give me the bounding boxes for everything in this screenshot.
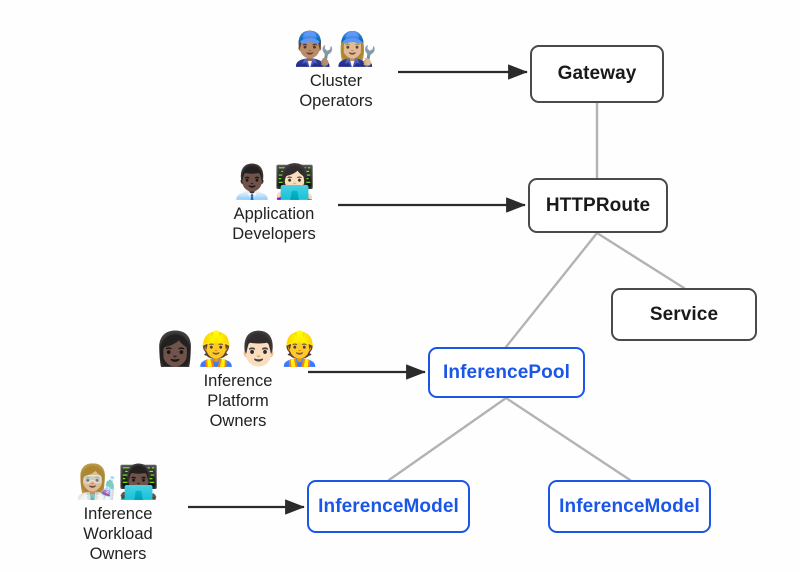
woman-scientist-icon-and-man-technologist-icon: 👩🏼‍🔬👨🏿‍💻 <box>75 462 161 501</box>
persona-arrows <box>188 64 528 515</box>
edge-httproute-service <box>595 231 686 290</box>
node-httproute[interactable]: HTTPRoute <box>528 178 668 233</box>
persona-inference-platform-owners: 👩🏿‍👷👨🏻‍👷 Inference Platform Owners <box>155 330 320 431</box>
node-inferencepool[interactable]: InferencePool <box>428 347 585 398</box>
node-gateway[interactable]: Gateway <box>530 45 664 103</box>
man-mechanic-icon-and-woman-mechanic-icon: 👨🏽‍🔧👩🏼‍🔧 <box>293 29 379 68</box>
node-inferencemodel-right[interactable]: InferenceModel <box>548 480 711 533</box>
node-inferencemodel-left[interactable]: InferenceModel <box>307 480 470 533</box>
persona-label-inference-platform-owners: Inference Platform Owners <box>203 372 273 430</box>
node-service[interactable]: Service <box>611 288 757 341</box>
persona-label-inference-workload-owners: Inference Workload Owners <box>83 505 153 563</box>
edge-inferencepool-model-right <box>504 396 632 482</box>
persona-label-application-developers: Application Developers <box>232 205 316 243</box>
persona-cluster-operators: 👨🏽‍🔧👩🏼‍🔧 Cluster Operators <box>282 30 390 111</box>
man-office-worker-icon-and-woman-technologist-icon: 👨🏿‍💼👩🏻‍💻 <box>231 162 317 201</box>
woman-construction-worker-icon-and-man-construction-worker-icon: 👩🏿‍👷👨🏻‍👷 <box>154 329 322 368</box>
persona-application-developers: 👨🏿‍💼👩🏻‍💻 Application Developers <box>218 163 330 244</box>
persona-label-cluster-operators: Cluster Operators <box>299 72 373 110</box>
persona-inference-workload-owners: 👩🏼‍🔬👨🏿‍💻 Inference Workload Owners <box>58 463 178 564</box>
edge-inferencepool-model-left <box>387 396 508 482</box>
edge-httproute-inferencepool <box>504 231 599 349</box>
